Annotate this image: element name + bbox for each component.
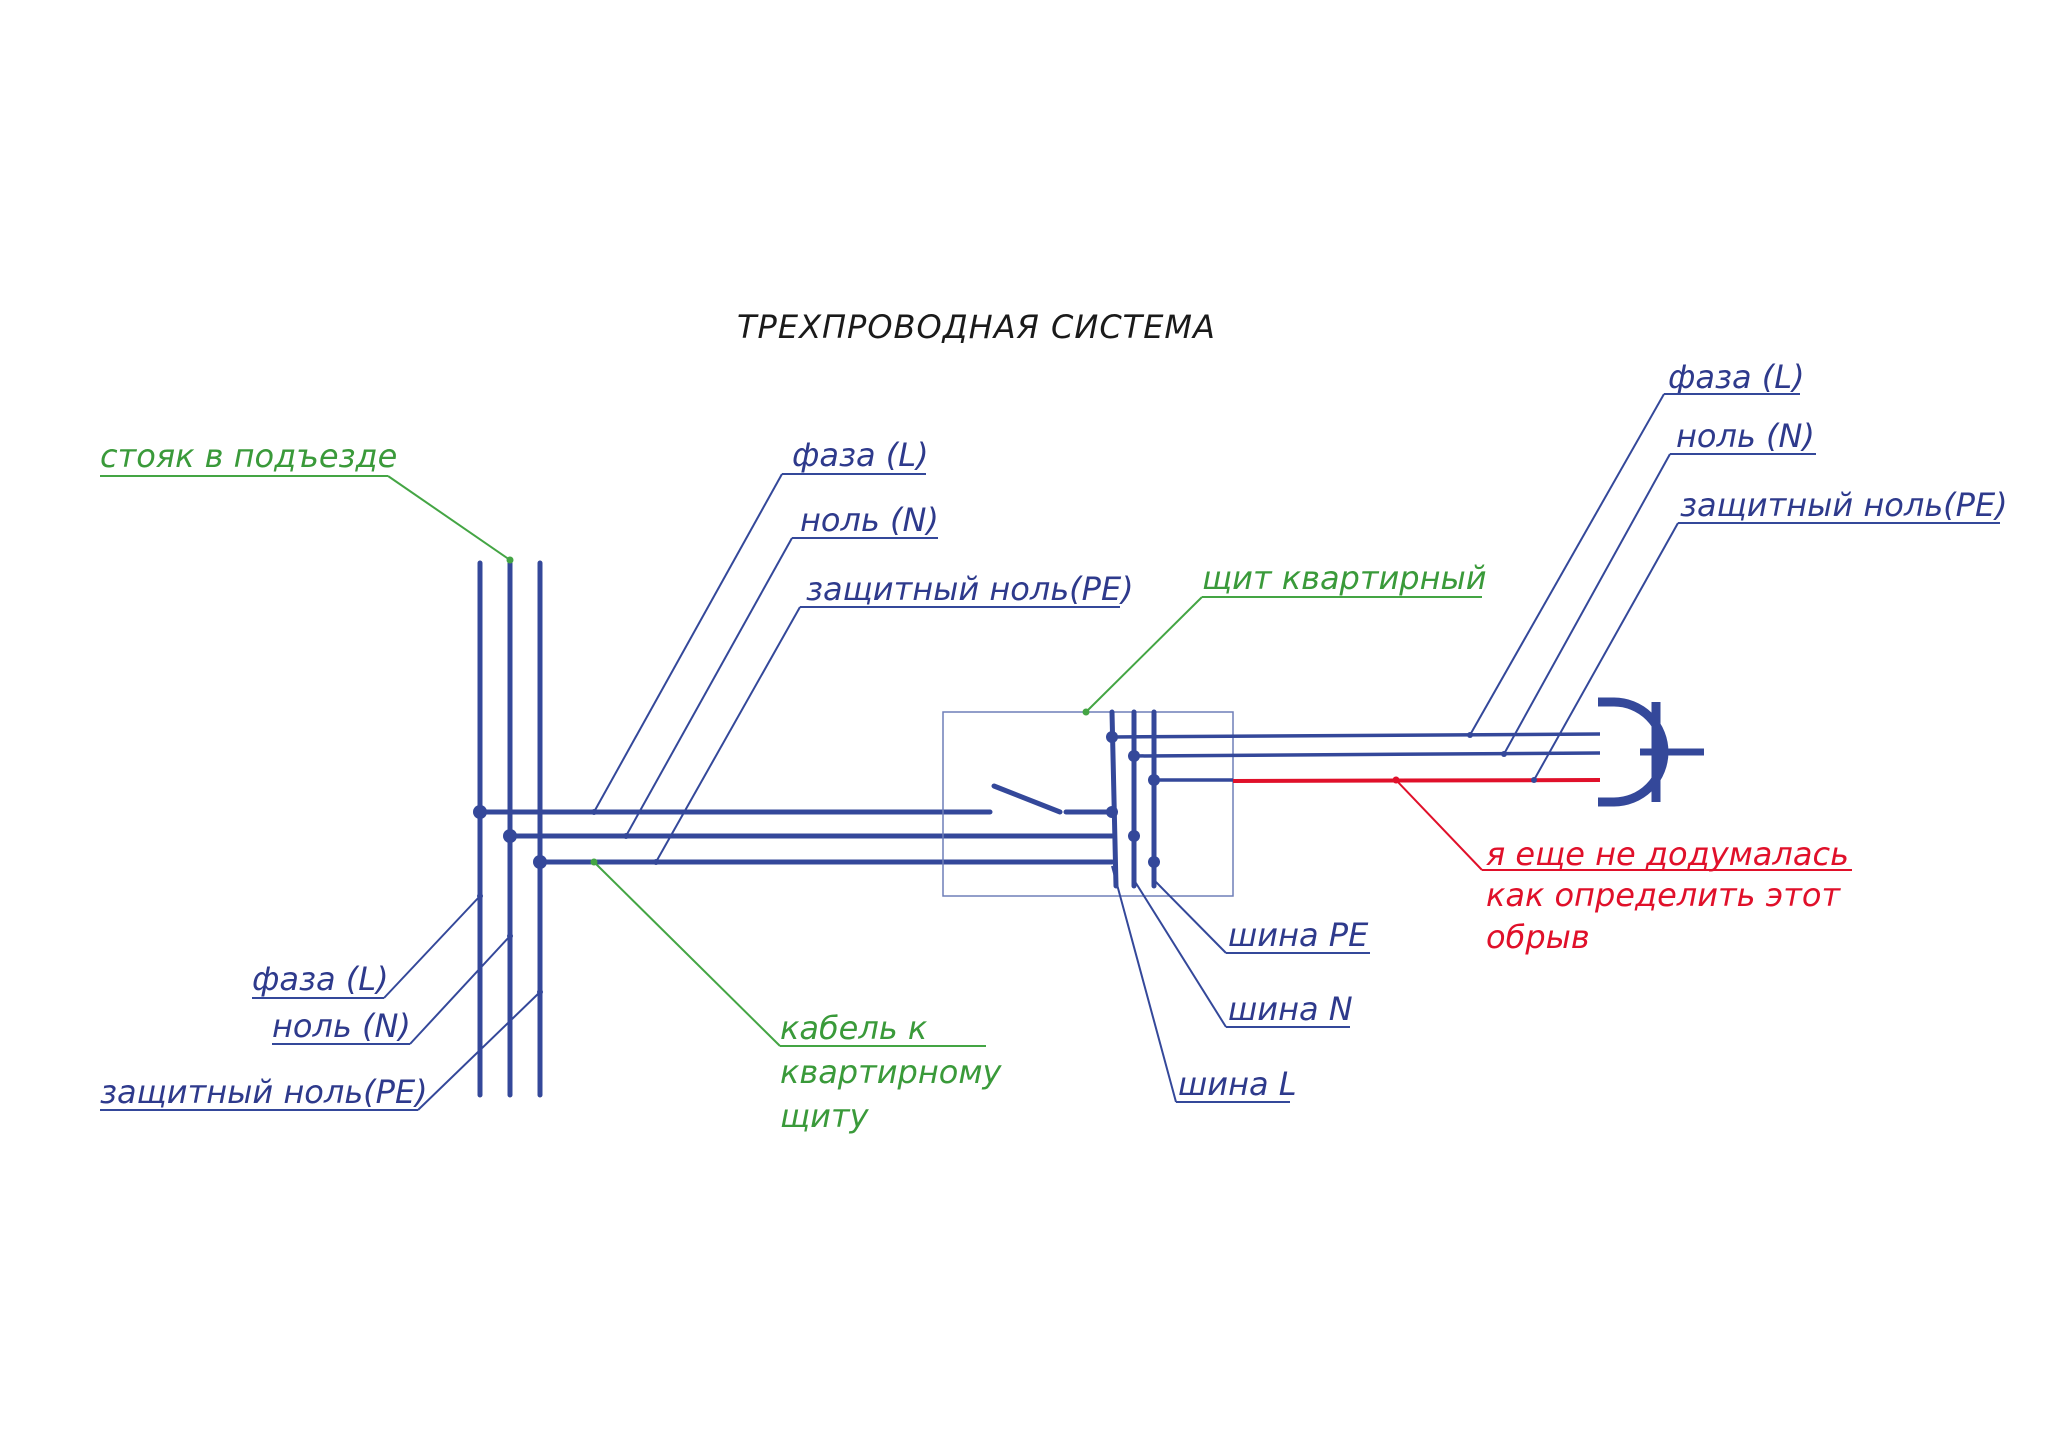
panel-leader-dot <box>1082 708 1090 716</box>
cable-caption-line-1: кабель к <box>780 1009 928 1047</box>
bus-pe-in <box>1148 856 1160 868</box>
bus-labels: шина PE шина N шина L <box>1111 865 1370 1103</box>
cable-label-n: ноль (N) <box>800 501 939 539</box>
cable-caption: кабель к квартирному щиту <box>590 858 1003 1135</box>
cable-leader-n-dot <box>623 833 629 839</box>
fault-note-line-3: обрыв <box>1486 918 1590 956</box>
bus-leader-pe <box>1153 879 1227 954</box>
outlet-symbol <box>1598 697 1704 807</box>
panel-box <box>942 711 1234 897</box>
outlet-leader-l <box>1469 393 1665 736</box>
cable-caption-line-3: щиту <box>780 1097 870 1135</box>
outlet-label-l: фаза (L) <box>1668 358 1805 396</box>
cable-leader-pe-dot <box>653 859 659 865</box>
cable-leader-pe <box>655 606 801 863</box>
panel-leader <box>1085 596 1203 713</box>
outlet-leader-pe-dot <box>1531 777 1537 783</box>
outlet-label-pe: защитный ноль(PE) <box>1680 486 2008 524</box>
riser-left-leader-pe <box>417 991 541 1111</box>
riser-left-leader-n <box>409 935 511 1045</box>
diagram-title: ТРЕХПРОВОДНАЯ СИСТЕМА <box>737 308 1216 346</box>
riser-left-leader-l-dot <box>477 893 483 899</box>
cable-caption-leader <box>593 861 781 1047</box>
bus-label-n: шина N <box>1228 990 1353 1028</box>
cable-leader-n <box>625 537 793 837</box>
bus-leader-l <box>1111 865 1177 1103</box>
riser-left-labels: фаза (L) ноль (N) защитный ноль(PE) <box>100 893 543 1111</box>
outlet-wires <box>1111 732 1601 783</box>
cable-leader-l-dot <box>591 809 597 815</box>
riser-left-leader-l <box>383 895 481 999</box>
bus-n-in <box>1128 830 1140 842</box>
outlet-leader-n-dot <box>1501 751 1507 757</box>
riser-left-label-n: ноль (N) <box>272 1007 411 1045</box>
junction-l <box>473 805 487 819</box>
riser-callout: стояк в подъезде <box>100 437 514 564</box>
outlet-wire-l <box>1111 732 1601 739</box>
apartment-panel <box>942 709 1234 897</box>
outlet-leader-l-dot <box>1467 732 1473 738</box>
junction-pe <box>533 855 547 869</box>
outlet-leader-n <box>1503 453 1671 755</box>
cable-wires <box>473 805 1115 869</box>
riser-left-leader-n-dot <box>507 933 513 939</box>
fault-note-line-1: я еще не додумалась <box>1486 835 1849 873</box>
panel-label: щит квартирный <box>1202 559 1487 597</box>
bus-l-in <box>1106 806 1118 818</box>
panel-switch-blade <box>991 783 1063 815</box>
riser-left-leader-pe-dot <box>537 989 543 995</box>
outlet-wire-n <box>1133 751 1601 758</box>
cable-top-labels: фаза (L) ноль (N) защитный ноль(PE) <box>591 436 1134 865</box>
cable-label-pe: защитный ноль(PE) <box>806 570 1134 608</box>
riser-leader-dot <box>506 556 514 564</box>
bus-leader-n <box>1133 879 1227 1028</box>
fault-leader-dot <box>1392 776 1400 784</box>
bus-label-pe: шина PE <box>1228 916 1369 954</box>
bus-label-l: шина L <box>1178 1065 1297 1103</box>
fault-note: я еще не додумалась как определить этот … <box>1392 776 1852 956</box>
riser-label: стояк в подъезде <box>100 437 397 475</box>
riser-leader <box>387 475 511 561</box>
fault-note-line-2: как определить этот <box>1486 876 1841 914</box>
cable-label-l: фаза (L) <box>792 436 929 474</box>
cable-leader-l <box>593 473 783 813</box>
riser-left-label-l: фаза (L) <box>252 960 389 998</box>
outlet-labels: фаза (L) ноль (N) защитный ноль(PE) <box>1467 358 2008 783</box>
cable-caption-leader-dot <box>590 858 598 866</box>
cable-caption-line-2: квартирному <box>780 1053 1003 1091</box>
fault-leader <box>1395 779 1483 871</box>
outlet-wire-pe-broken <box>1232 778 1601 783</box>
outlet-label-n: ноль (N) <box>1676 417 1815 455</box>
riser-left-label-pe: защитный ноль(PE) <box>100 1073 428 1111</box>
junction-n <box>503 829 517 843</box>
outlet-leader-pe <box>1533 522 1679 781</box>
panel-callout: щит квартирный <box>1082 559 1487 716</box>
